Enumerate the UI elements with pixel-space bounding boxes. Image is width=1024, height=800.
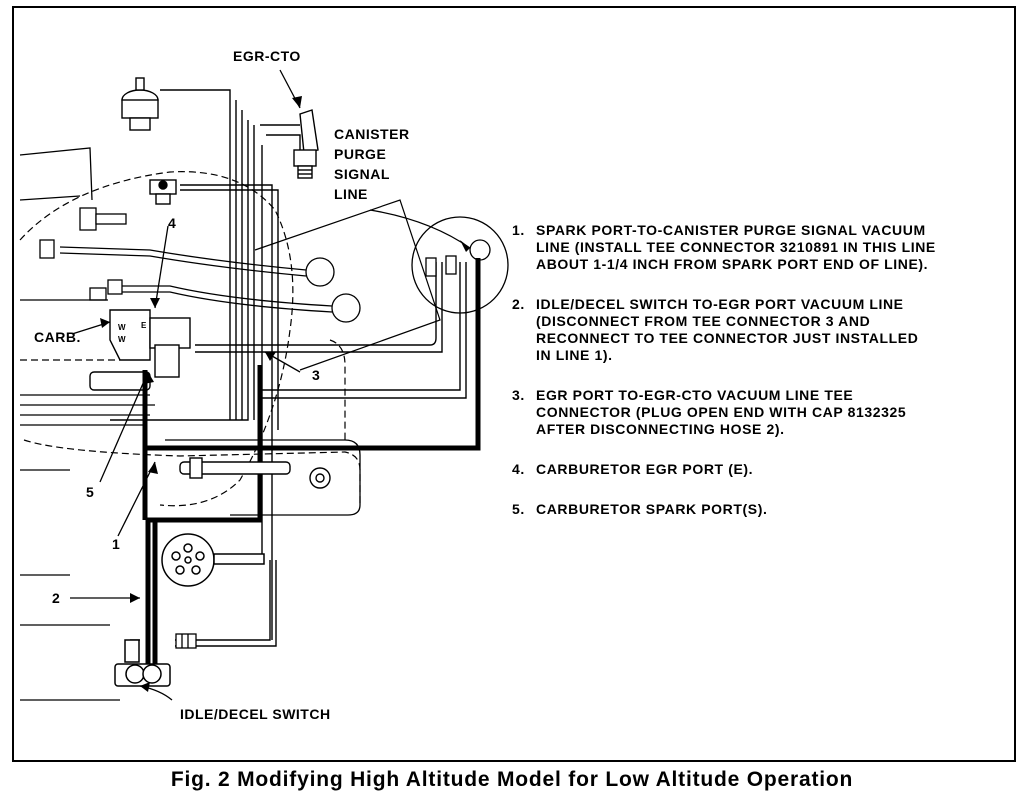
carburetor-icon: W W E xyxy=(89,309,191,391)
thermal-valve-icon xyxy=(293,109,319,179)
distributor-icon xyxy=(161,533,265,587)
note-line: CARBURETOR EGR PORT (E). xyxy=(536,461,754,477)
spark-port-canister-line xyxy=(142,258,481,520)
note-line: CARBURETOR SPARK PORT(S). xyxy=(536,501,768,517)
figure-caption: Fig. 2 Modifying High Altitude Model for… xyxy=(170,768,854,791)
note-3: 3. EGR PORT TO-EGR-CTO VACUUM LINE TEE C… xyxy=(512,387,1000,438)
canister-icon xyxy=(411,216,509,314)
svg-text:W: W xyxy=(118,323,126,332)
label-carb: CARB. xyxy=(34,329,81,345)
callout-2: 2 xyxy=(52,590,61,606)
label-canister: CANISTER xyxy=(334,126,410,142)
callout-4: 4 xyxy=(168,215,177,231)
note-line: (DISCONNECT FROM TEE CONNECTOR 3 AND xyxy=(536,313,871,329)
label-signal: SIGNAL xyxy=(334,166,390,182)
notes-list: 1. SPARK PORT-TO-CANISTER PURGE SIGNAL V… xyxy=(512,222,1000,541)
svg-text:W: W xyxy=(118,335,126,344)
note-line: SPARK PORT-TO-CANISTER PURGE SIGNAL VACU… xyxy=(536,222,926,238)
note-1: 1. SPARK PORT-TO-CANISTER PURGE SIGNAL V… xyxy=(512,222,1000,273)
vacuum-line-bundle xyxy=(110,89,301,640)
note-number: 4. xyxy=(512,461,525,477)
engine-outline xyxy=(19,171,361,507)
arrowheads xyxy=(100,96,470,692)
note-line: EGR PORT TO-EGR-CTO VACUUM LINE TEE xyxy=(536,387,854,403)
switch-icon xyxy=(114,639,171,687)
note-line: ABOUT 1-1/4 INCH FROM SPARK PORT END OF … xyxy=(536,256,929,272)
note-text: CARBURETOR EGR PORT (E). xyxy=(536,461,1000,478)
egr-port-fitting xyxy=(179,457,331,489)
vacuum-hose-diagram: W W E xyxy=(19,69,509,701)
note-line: AFTER DISCONNECTING HOSE 2). xyxy=(536,421,785,437)
note-text: CARBURETOR SPARK PORT(S). xyxy=(536,501,1000,518)
inline-connector xyxy=(175,633,197,649)
label-idle-decel-switch: IDLE/DECEL SWITCH xyxy=(180,706,331,722)
vacuum-sensor-icon xyxy=(149,179,177,205)
label-egr-cto: EGR-CTO xyxy=(233,48,301,64)
note-line: IN LINE 1). xyxy=(536,347,613,363)
callout-1: 1 xyxy=(112,536,121,552)
note-line: LINE (INSTALL TEE CONNECTOR 3210891 IN T… xyxy=(536,239,936,255)
note-2: 2. IDLE/DECEL SWITCH TO-EGR PORT VACUUM … xyxy=(512,296,1000,364)
note-number: 1. xyxy=(512,222,525,238)
fittings xyxy=(39,207,127,301)
callout-5: 5 xyxy=(86,484,95,500)
note-text: EGR PORT TO-EGR-CTO VACUUM LINE TEE CONN… xyxy=(536,387,1000,438)
note-number: 2. xyxy=(512,296,525,312)
note-text: SPARK PORT-TO-CANISTER PURGE SIGNAL VACU… xyxy=(536,222,1000,273)
vacuum-ports xyxy=(305,257,361,323)
note-text: IDLE/DECEL SWITCH TO-EGR PORT VACUUM LIN… xyxy=(536,296,1000,364)
port-hoses xyxy=(20,246,333,313)
note-line: IDLE/DECEL SWITCH TO-EGR PORT VACUUM LIN… xyxy=(536,296,904,312)
note-number: 3. xyxy=(512,387,525,403)
note-number: 5. xyxy=(512,501,525,517)
figure-frame xyxy=(12,6,1016,762)
svg-text:E: E xyxy=(141,321,147,330)
idle-decel-line xyxy=(145,365,263,665)
engine-body-lines xyxy=(19,147,361,701)
label-line: LINE xyxy=(334,186,368,202)
note-4: 4. CARBURETOR EGR PORT (E). xyxy=(512,461,1000,478)
egr-valve-icon xyxy=(121,77,159,131)
note-5: 5. CARBURETOR SPARK PORT(S). xyxy=(512,501,1000,518)
note-line: RECONNECT TO TEE CONNECTOR JUST INSTALLE… xyxy=(536,330,919,346)
callout-3: 3 xyxy=(312,367,321,383)
label-purge: PURGE xyxy=(334,146,387,162)
note-line: CONNECTOR (PLUG OPEN END WITH CAP 813232… xyxy=(536,404,907,420)
canister-lines xyxy=(195,262,467,399)
